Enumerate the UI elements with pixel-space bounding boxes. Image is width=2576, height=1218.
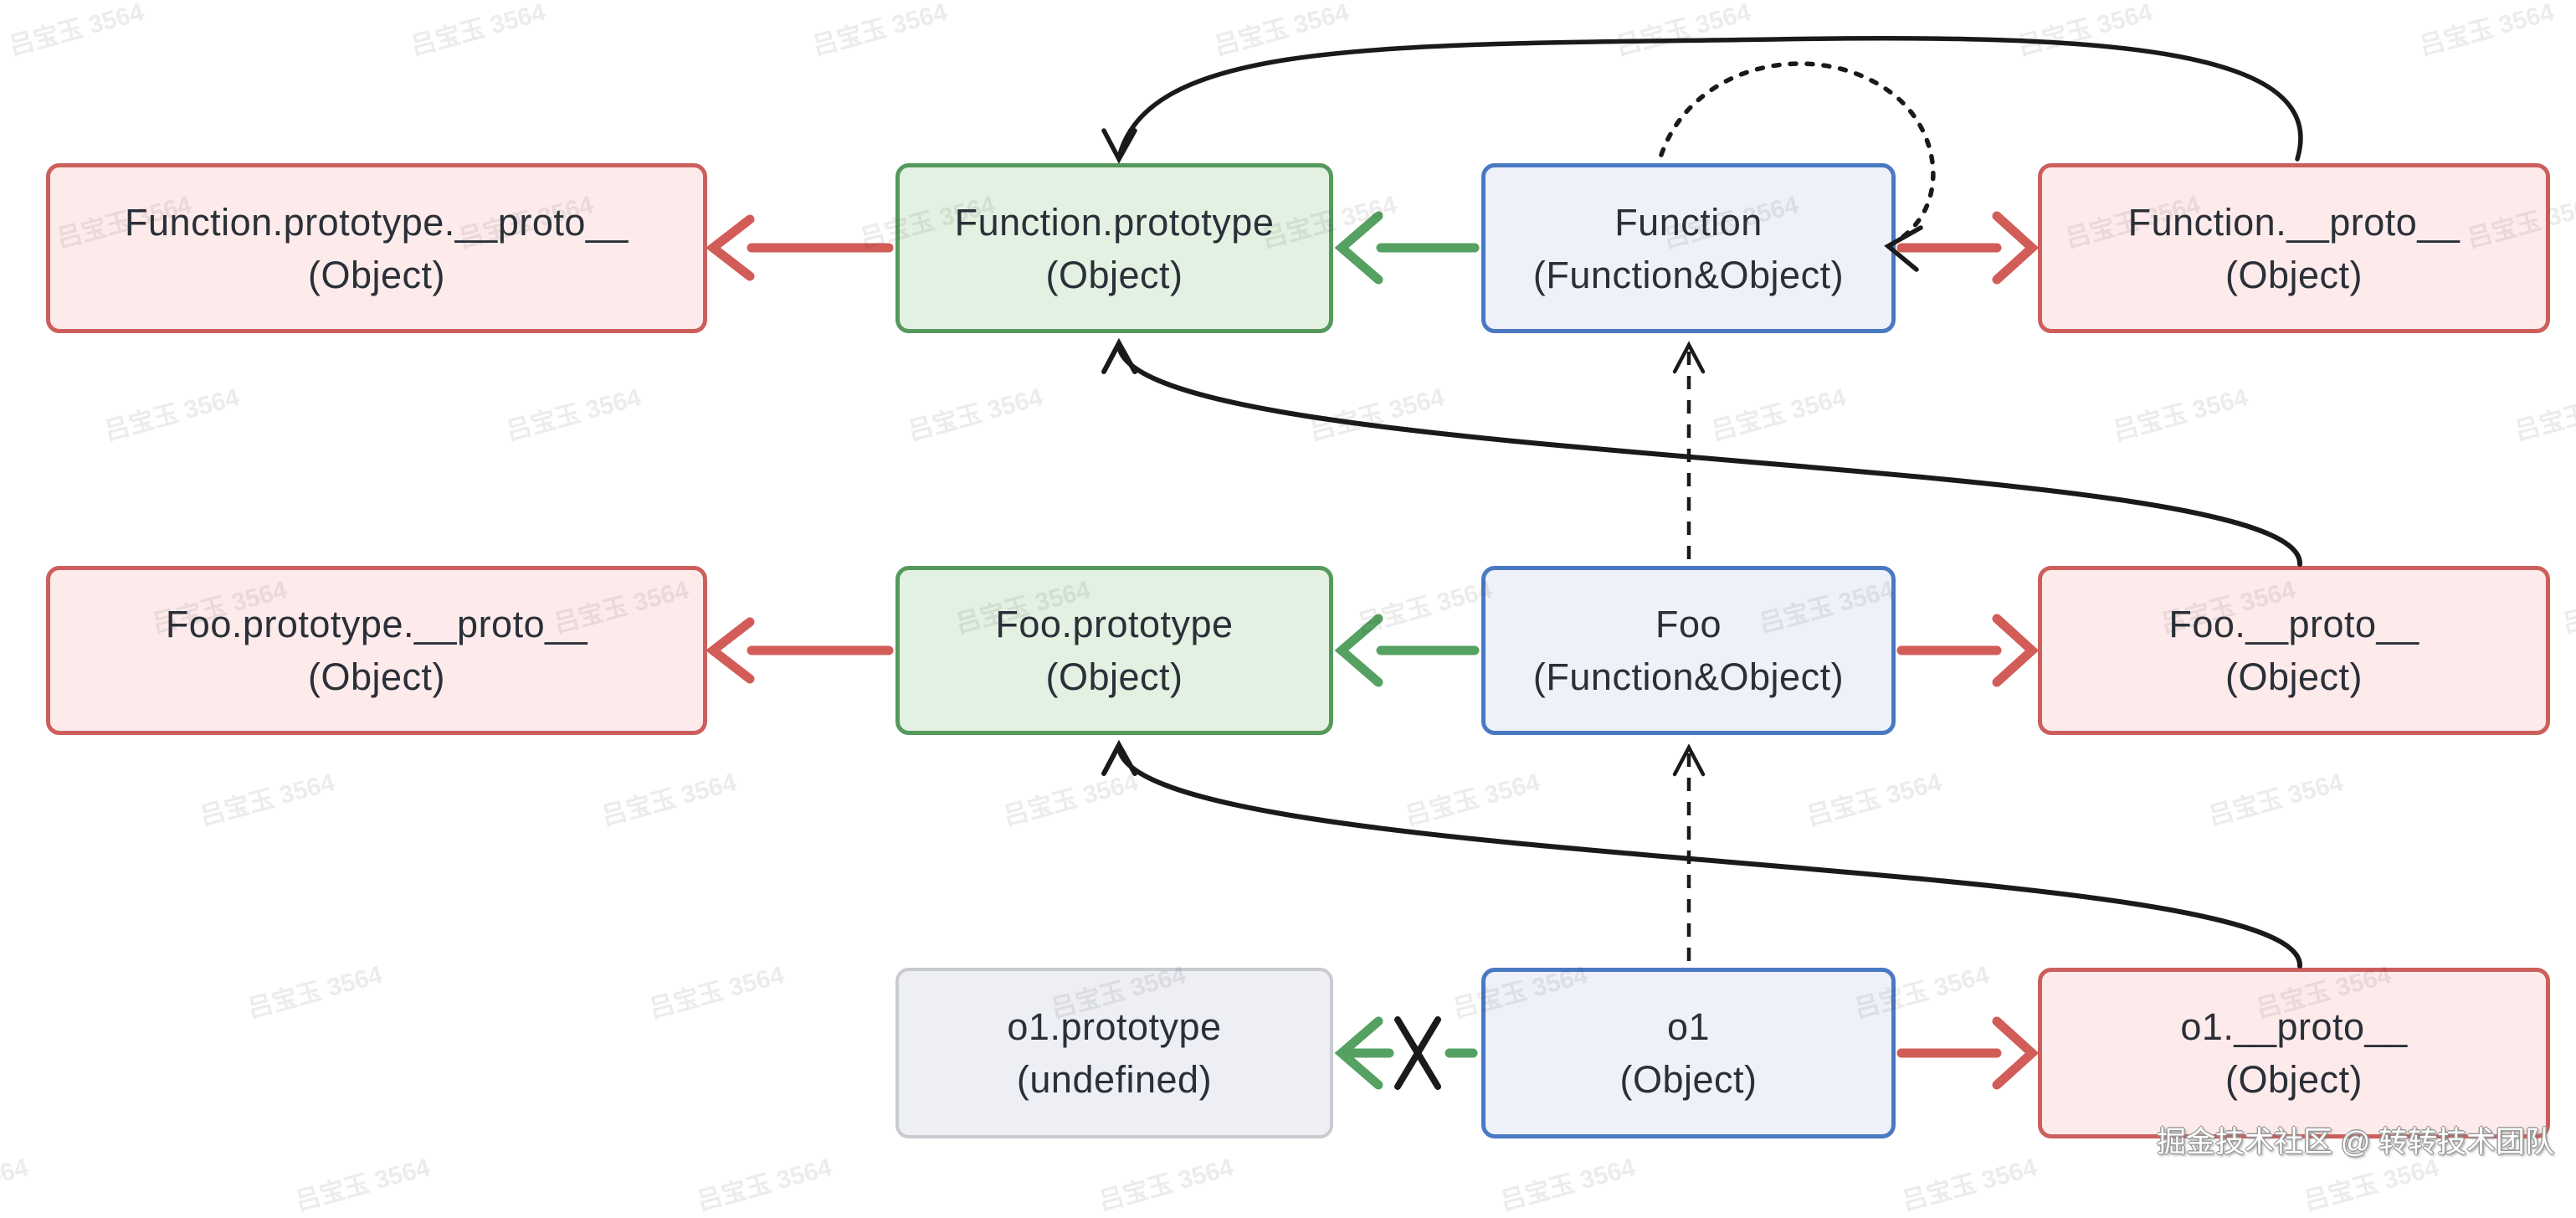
- box-function: Function (Function&Object): [1481, 163, 1896, 333]
- box-subtitle: (undefined): [1016, 1058, 1213, 1101]
- box-subtitle: (Object): [1045, 655, 1183, 698]
- watermark: 吕宝玉 3564: [1306, 383, 1448, 446]
- watermark: 吕宝玉 3564: [2205, 768, 2347, 831]
- box-subtitle: (Object): [2224, 655, 2363, 698]
- box-foo-proto: Foo.__proto__ (Object): [2038, 566, 2550, 735]
- arrow-o1-to-foo-dashed: [1672, 743, 1706, 961]
- box-subtitle: (Function&Object): [1532, 655, 1845, 698]
- box-subtitle: (Object): [1045, 253, 1183, 296]
- watermark: 吕宝玉 3564: [1497, 1154, 1639, 1216]
- watermark: 吕宝玉 3564: [2512, 383, 2576, 446]
- watermark: 吕宝玉 3564: [646, 961, 788, 1024]
- box-title: Function.prototype.__proto__: [125, 200, 629, 244]
- watermark: 吕宝玉 3564: [101, 383, 243, 446]
- box-title: o1.prototype: [1007, 1005, 1222, 1048]
- watermark: 吕宝玉 3564: [2416, 0, 2558, 61]
- watermark: 吕宝玉 3564: [503, 383, 644, 446]
- watermark: 吕宝玉 3564: [2110, 383, 2251, 446]
- watermark: 吕宝玉 3564: [292, 1154, 434, 1216]
- arrow-foo-prototype-to-proto-red: [706, 617, 894, 684]
- watermark: 吕宝玉 3564: [197, 768, 338, 831]
- watermark: 吕宝玉 3564: [1000, 768, 1142, 831]
- arrow-o1-to-o1-prototype-green-crossed: [1334, 1016, 1478, 1090]
- watermark: 吕宝玉 3564: [2014, 0, 2156, 61]
- box-subtitle: (Object): [2224, 1058, 2363, 1101]
- watermark: 吕宝玉 3564: [244, 961, 386, 1024]
- box-title: Foo.prototype.__proto__: [165, 603, 588, 645]
- box-subtitle: (Object): [1619, 1058, 1758, 1101]
- watermark: 吕宝玉 3564: [0, 1154, 32, 1216]
- watermark: 吕宝玉 3564: [1211, 0, 1352, 61]
- watermark: 吕宝玉 3564: [1708, 383, 1850, 446]
- box-foo-prototype-proto: Foo.prototype.__proto__ (Object): [46, 566, 707, 735]
- curve-o1-proto-to-foo-prototype: [1101, 739, 2303, 969]
- box-title: o1: [1666, 1005, 1711, 1048]
- box-title: Foo.prototype: [995, 603, 1234, 645]
- box-foo-prototype: Foo.prototype (Object): [895, 566, 1333, 735]
- watermark: 吕宝玉 3564: [408, 0, 549, 61]
- box-title: Foo.__proto__: [2168, 603, 2419, 645]
- watermark: 吕宝玉 3564: [809, 0, 951, 61]
- credit-watermark: 掘金技术社区 @ 转转技术团队: [2157, 1126, 2554, 1159]
- curve-function-proto-to-function-prototype: [1101, 35, 2303, 164]
- arrow-foo-to-foo-proto-red: [1896, 614, 2040, 687]
- watermark: 吕宝玉 3564: [6, 0, 147, 61]
- box-o1: o1 (Object): [1481, 968, 1896, 1138]
- box-subtitle: (Object): [307, 253, 446, 296]
- watermark: 吕宝玉 3564: [694, 1154, 835, 1216]
- box-subtitle: (Function&Object): [1532, 253, 1845, 296]
- arrow-function-prototype-to-proto-red: [706, 214, 894, 281]
- arrow-function-to-function-proto-red: [1896, 211, 2040, 285]
- curve-foo-proto-to-function-prototype: [1101, 337, 2303, 567]
- box-subtitle: (Object): [307, 655, 446, 698]
- box-subtitle: (Object): [2224, 253, 2363, 296]
- box-title: Function.__proto__: [2127, 200, 2461, 244]
- box-function-proto: Function.__proto__ (Object): [2038, 163, 2550, 333]
- x-mark: [1394, 1016, 1441, 1090]
- arrow-function-to-function-prototype-green: [1334, 211, 1480, 285]
- arrow-o1-to-o1-proto-red: [1896, 1016, 2040, 1090]
- box-title: Function: [1614, 200, 1763, 244]
- watermark: 吕宝玉 3564: [1899, 1154, 2040, 1216]
- box-title: Function.prototype: [954, 200, 1275, 244]
- box-o1-prototype: o1.prototype (undefined): [895, 968, 1333, 1138]
- watermark: 吕宝玉 3564: [1354, 576, 1496, 639]
- watermark: 吕宝玉 3564: [905, 383, 1046, 446]
- box-title: o1.__proto__: [2180, 1005, 2408, 1048]
- box-title: Foo: [1655, 603, 1722, 645]
- arrow-foo-to-function-dashed: [1672, 341, 1706, 559]
- watermark: 吕宝玉 3564: [598, 768, 740, 831]
- box-foo: Foo (Function&Object): [1481, 566, 1896, 735]
- box-o1-proto: o1.__proto__ (Object): [2038, 968, 2550, 1138]
- watermark: 吕宝玉 3564: [1096, 1154, 1237, 1216]
- watermark: 吕宝玉 3564: [2559, 576, 2576, 639]
- watermark: 吕宝玉 3564: [1402, 768, 1543, 831]
- arrow-foo-to-foo-prototype-green: [1334, 614, 1480, 687]
- watermark: 吕宝玉 3564: [1613, 0, 1754, 61]
- watermark: 吕宝玉 3564: [1804, 768, 1945, 831]
- box-function-prototype: Function.prototype (Object): [895, 163, 1333, 333]
- box-function-prototype-proto: Function.prototype.__proto__ (Object): [46, 163, 707, 333]
